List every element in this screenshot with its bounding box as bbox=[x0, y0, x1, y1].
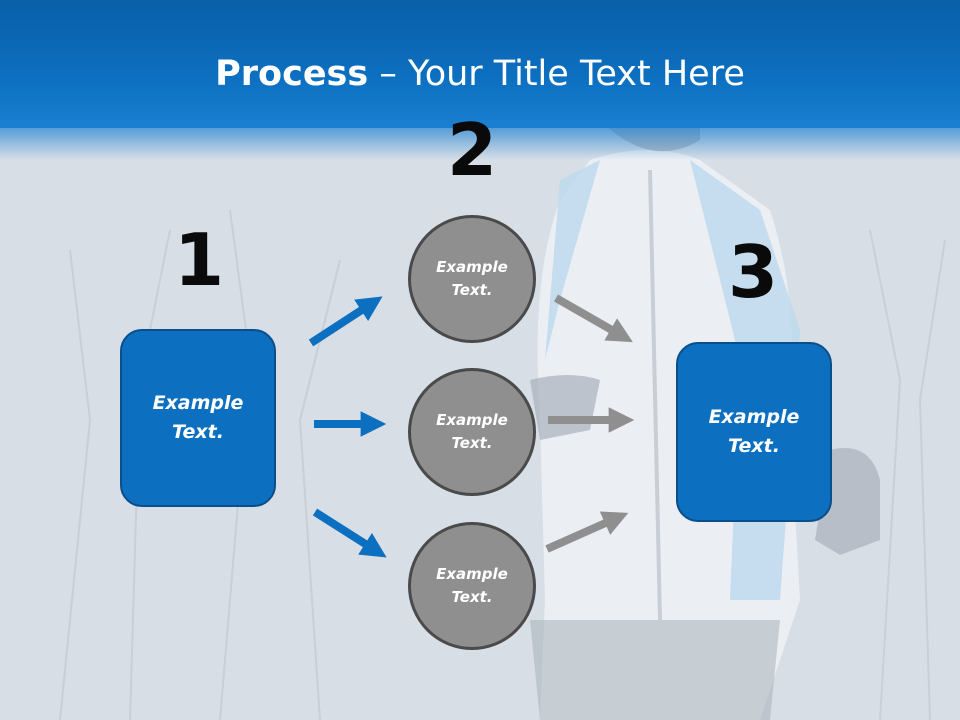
circle-bottom-line-2: Text. bbox=[451, 588, 493, 606]
circle-bottom-line-1: Example bbox=[436, 565, 508, 583]
circle-middle-line-2: Text. bbox=[451, 434, 493, 452]
step-2-circle-middle: Example Text. bbox=[408, 368, 536, 496]
step-3-box: Example Text. bbox=[676, 342, 832, 522]
arrow-gray-down bbox=[554, 294, 633, 343]
circle-middle-line-1: Example bbox=[436, 411, 508, 429]
title-rest: – Your Title Text Here bbox=[368, 54, 745, 94]
arrow-blue-down bbox=[312, 508, 387, 558]
step-1-box-line-2: Text. bbox=[172, 421, 224, 443]
slide-title: Process – Your Title Text Here bbox=[0, 52, 960, 96]
step-1-box-line-1: Example bbox=[152, 392, 244, 414]
arrow-blue-up bbox=[308, 296, 383, 347]
title-bold: Process bbox=[215, 54, 369, 94]
circle-top-line-1: Example bbox=[436, 258, 508, 276]
step-number-3: 3 bbox=[727, 230, 779, 314]
step-number-1: 1 bbox=[173, 218, 225, 302]
step-1-box: Example Text. bbox=[120, 329, 276, 507]
step-2-circle-bottom: Example Text. bbox=[408, 522, 536, 650]
step-3-box-line-2: Text. bbox=[728, 435, 780, 457]
circle-top-line-2: Text. bbox=[451, 281, 493, 299]
step-number-2: 2 bbox=[446, 108, 498, 192]
step-2-circle-top: Example Text. bbox=[408, 215, 536, 343]
step-3-box-line-1: Example bbox=[708, 406, 800, 428]
title-bar-fade bbox=[0, 120, 960, 160]
arrow-gray-up bbox=[545, 511, 629, 553]
title-bar bbox=[0, 0, 960, 128]
